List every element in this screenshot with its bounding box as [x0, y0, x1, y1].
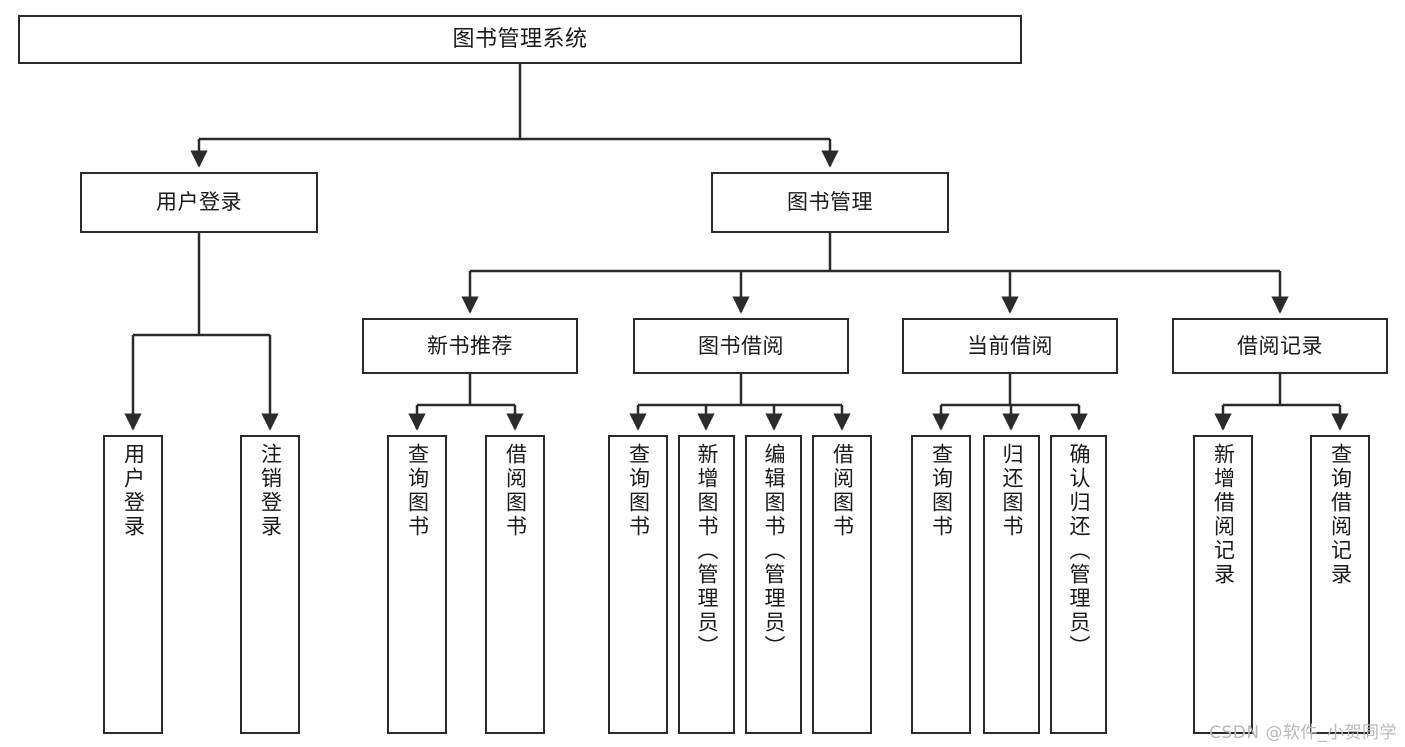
- node-new-book-recommend[interactable]: 新书推荐: [362, 318, 578, 374]
- leaf-add-borrow-record[interactable]: 新增借阅记录: [1193, 435, 1253, 734]
- leaf-add-book-admin[interactable]: 新增图书（管理员）: [678, 435, 735, 734]
- node-root[interactable]: 图书管理系统: [18, 15, 1022, 64]
- leaf-confirm-return-admin[interactable]: 确认归还（管理员）: [1050, 435, 1107, 734]
- node-current-borrow[interactable]: 当前借阅: [902, 318, 1118, 374]
- leaf-query-book-rec[interactable]: 查询图书: [387, 435, 447, 734]
- node-new-book-recommend-label: 新书推荐: [427, 333, 513, 358]
- leaf-user-login-label: 用户登录: [121, 443, 146, 539]
- leaf-user-login[interactable]: 用户登录: [103, 435, 163, 734]
- leaf-edit-book-admin[interactable]: 编辑图书（管理员）: [745, 435, 802, 734]
- node-root-label: 图书管理系统: [452, 26, 588, 52]
- leaf-borrow-book-rec[interactable]: 借阅图书: [485, 435, 545, 734]
- leaf-return-book-label: 归还图书: [1000, 443, 1024, 539]
- watermark-text: CSDN @软件_小贺同学: [1209, 723, 1397, 743]
- leaf-query-book-borrow-label: 查询图书: [626, 443, 651, 539]
- leaf-query-book-rec-label: 查询图书: [405, 443, 430, 539]
- leaf-edit-book-admin-label: 编辑图书（管理员）: [762, 443, 786, 659]
- node-borrow-record-label: 借阅记录: [1237, 333, 1323, 358]
- leaf-confirm-return-admin-label: 确认归还（管理员）: [1067, 443, 1091, 659]
- leaf-borrow-book-label: 借阅图书: [830, 443, 855, 539]
- leaf-return-book[interactable]: 归还图书: [983, 435, 1040, 734]
- leaf-borrow-book[interactable]: 借阅图书: [812, 435, 872, 734]
- leaf-add-book-admin-label: 新增图书（管理员）: [695, 443, 719, 659]
- leaf-query-book-current-label: 查询图书: [929, 443, 954, 539]
- node-book-management[interactable]: 图书管理: [711, 172, 949, 233]
- leaf-query-book-current[interactable]: 查询图书: [911, 435, 971, 734]
- leaf-query-borrow-record[interactable]: 查询借阅记录: [1310, 435, 1370, 734]
- leaf-query-borrow-record-label: 查询借阅记录: [1328, 443, 1353, 587]
- leaf-borrow-book-rec-label: 借阅图书: [503, 443, 528, 539]
- node-borrow-record[interactable]: 借阅记录: [1172, 318, 1388, 374]
- node-book-borrow[interactable]: 图书借阅: [633, 318, 849, 374]
- leaf-query-book-borrow[interactable]: 查询图书: [608, 435, 668, 734]
- node-user-login-label: 用户登录: [156, 190, 242, 215]
- node-book-management-label: 图书管理: [787, 190, 873, 215]
- leaf-logout[interactable]: 注销登录: [240, 435, 300, 734]
- leaf-logout-label: 注销登录: [258, 443, 283, 539]
- node-book-borrow-label: 图书借阅: [698, 333, 784, 358]
- node-current-borrow-label: 当前借阅: [967, 333, 1053, 358]
- node-user-login[interactable]: 用户登录: [80, 172, 318, 233]
- leaf-add-borrow-record-label: 新增借阅记录: [1211, 443, 1236, 587]
